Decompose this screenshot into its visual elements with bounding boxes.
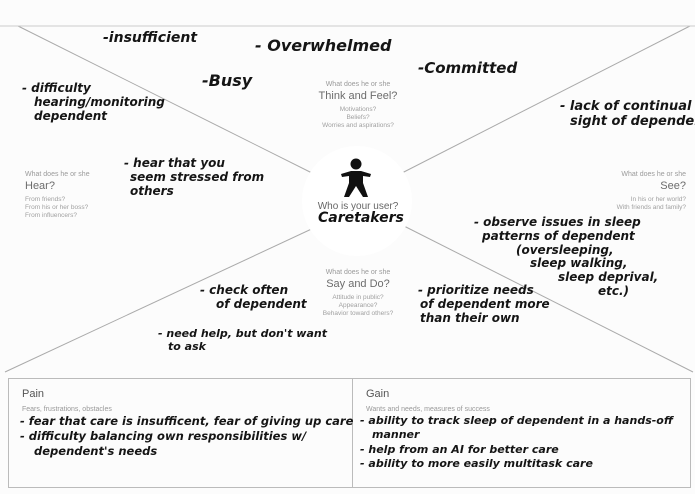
note-line: to ask (168, 339, 206, 353)
see-hint: In his or her world? (630, 196, 686, 203)
gain-box (352, 378, 691, 488)
say-do-title: Say and Do? (326, 278, 390, 290)
note-line: - ability to track sleep of dependent in… (360, 414, 674, 427)
note-line: of dependent (216, 296, 307, 311)
pain-subtitle: Fears, frustrations, obstacles (22, 406, 112, 413)
note-line: sight of dependent (570, 113, 695, 129)
note-line: of dependent more (420, 296, 550, 311)
note-line: seem stressed from (130, 169, 265, 184)
say-do-small: What does he or she (325, 269, 391, 276)
gain-subtitle: Wants and needs, measures of success (366, 406, 490, 413)
note-line: - need help, but don't want (158, 327, 327, 340)
note-check-often: - check often of dependent (200, 283, 307, 312)
note-line: patterns of dependent (482, 228, 635, 243)
center-question: Who is your user? (317, 201, 399, 212)
note-line: - hear that you (124, 156, 225, 170)
note-line: sleep deprival, (558, 270, 659, 285)
note-line: - difficulty (22, 81, 91, 95)
note-difficulty-hearing: - difficulty hearing/monitoring dependen… (22, 81, 165, 123)
note-prioritize-needs: - prioritize needs of dependent more tha… (418, 283, 550, 325)
think-feel-hint: Worries and aspirations? (322, 122, 394, 129)
note-insufficient: -insufficient (103, 30, 198, 46)
note-line: - prioritize needs (418, 283, 534, 297)
divider-top-left (17, 25, 313, 174)
note-need-help: - need help, but don't want to ask (158, 327, 327, 353)
think-feel-hint: Beliefs? (346, 114, 370, 121)
note-hear-stressed: - hear that you seem stressed from other… (124, 156, 265, 198)
note-line: - lack of continual (560, 99, 692, 114)
divider-bottom-right (399, 223, 694, 373)
note-line: - check often (200, 283, 289, 297)
hear-hint: From influencers? (25, 212, 78, 219)
say-do-hint: Attitude in public? (332, 294, 384, 301)
think-feel-hint: Motivations? (339, 106, 377, 113)
note-observe-issues: - observe issues in sleep patterns of de… (474, 215, 659, 299)
note-busy: -Busy (202, 71, 253, 90)
note-line: than their own (420, 310, 520, 325)
say-do-hint: Appearance? (338, 302, 378, 309)
note-line: - observe issues in sleep (474, 215, 641, 229)
divider-top-right (397, 25, 691, 176)
note-line: (oversleeping, (516, 242, 614, 257)
say-do-hint: Behavior toward others? (322, 310, 394, 317)
center-answer: Caretakers (318, 210, 404, 226)
note-line: etc.) (598, 283, 630, 298)
think-feel-title: Think and Feel? (318, 90, 398, 102)
hear-title: Hear? (25, 180, 55, 192)
note-line: - ability to more easily multitask care (360, 456, 593, 470)
see-hint: With friends and family? (616, 204, 686, 211)
hear-prompt: What does he or she Hear? From friends? … (25, 170, 90, 220)
note-line: others (130, 183, 174, 198)
note-line: - fear that care is insufficent, fear of… (20, 414, 354, 428)
hear-hint: From his or her boss? (25, 204, 89, 211)
note-line: dependent's needs (34, 443, 158, 458)
see-small: What does he or she (621, 171, 686, 178)
note-line: dependent (34, 108, 108, 123)
pain-notes: - fear that care is insufficent, fear of… (20, 414, 353, 459)
note-committed: -Committed (418, 59, 518, 77)
note-line: - difficulty balancing own responsibilit… (20, 428, 307, 443)
see-prompt: What does he or she See? In his or her w… (598, 170, 686, 212)
think-feel-prompt: What does he or she Think and Feel? Moti… (300, 80, 416, 130)
note-line: - help from an AI for better care (360, 442, 559, 456)
note-line: hearing/monitoring (34, 94, 165, 109)
note-overwhelmed: - Overwhelmed (255, 36, 392, 55)
gain-title: Gain (366, 388, 390, 400)
think-feel-small: What does he or she (325, 81, 391, 88)
say-do-prompt: What does he or she Say and Do? Attitude… (300, 268, 416, 318)
hear-small: What does he or she (25, 171, 90, 178)
person-icon (341, 158, 371, 197)
note-line: sleep walking, (530, 256, 628, 271)
pain-title: Pain (22, 388, 45, 400)
divider-bottom-left (4, 225, 319, 373)
see-title: See? (660, 180, 686, 192)
note-lack-of-sight: - lack of continual sight of dependent (560, 99, 695, 130)
gain-notes: - ability to track sleep of dependent in… (360, 414, 673, 471)
hear-hint: From friends? (25, 196, 66, 203)
note-line: manner (372, 428, 420, 442)
